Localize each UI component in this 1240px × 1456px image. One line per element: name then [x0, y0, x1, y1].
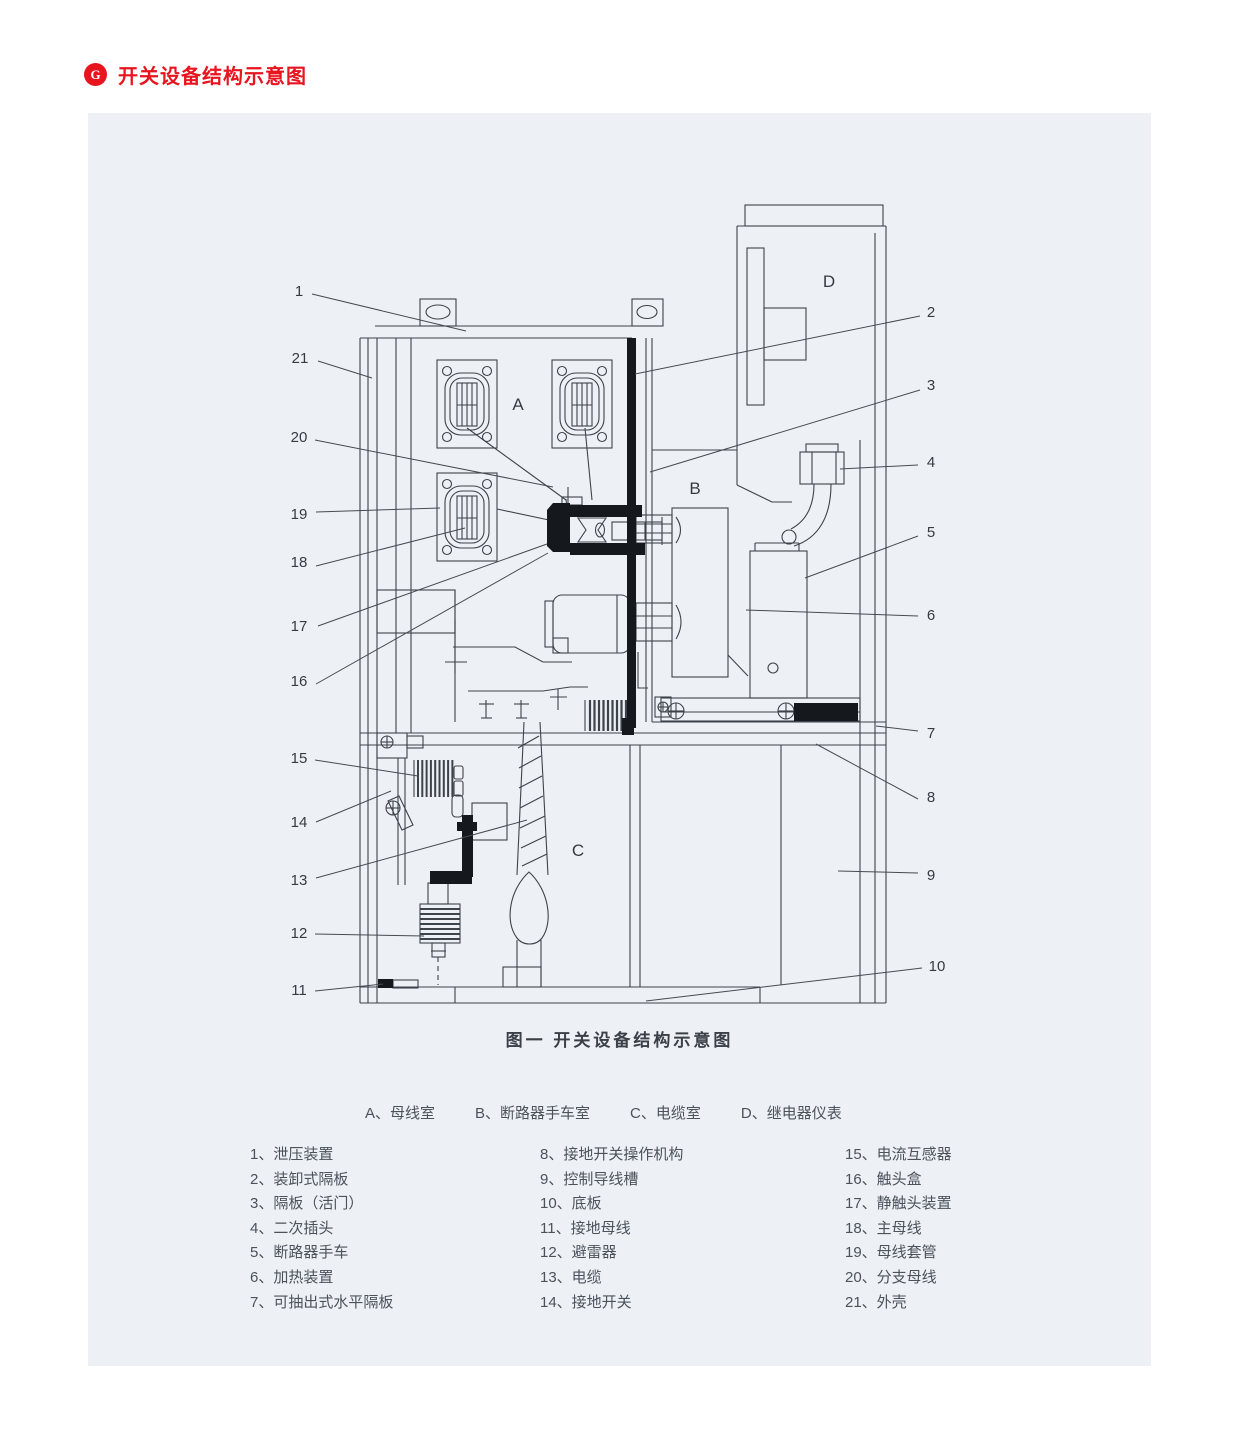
page-header: G 开关设备结构示意图 [84, 60, 307, 89]
callout-number-17: 17 [291, 618, 308, 635]
filled-conductors [378, 338, 858, 988]
compartment-label-A: A、母线室 [365, 1105, 436, 1122]
legend-item-8: 8、接地开关操作机构 [540, 1146, 684, 1163]
compartment-label-B: B、断路器手车室 [475, 1105, 591, 1122]
callout-number-5: 5 [927, 524, 935, 541]
callout-number-10: 10 [929, 958, 946, 975]
legend-item-7: 7、可抽出式水平隔板 [250, 1293, 394, 1311]
leader-line-18 [315, 527, 466, 567]
legend-item-15: 15、电流互感器 [845, 1146, 952, 1163]
legend-item-4: 4、二次插头 [250, 1219, 334, 1237]
parts-legend: 1、泄压装置 2、装卸式隔板 3、隔板（活门） 4、二次插头 5、断路器手车 6、加热装置… [88, 1143, 1151, 1323]
callout-number-4: 4 [927, 454, 935, 471]
figure-caption: 图一 开关设备结构示意图 [505, 1031, 734, 1050]
callout-number-14: 14 [291, 814, 308, 831]
legend-item-14: 14、接地开关 [540, 1293, 632, 1311]
leader-line-12 [314, 933, 425, 937]
callout-number-7: 7 [927, 725, 935, 742]
legend-column-2: 8、接地开关操作机构 9、控制导线槽 10、底板 11、接地母线 12、避雷器 13、电缆… [540, 1143, 683, 1315]
compartment-legend: A、母线室 B、断路器手车室 C、电缆室 D、继电器仪表 [365, 1102, 842, 1123]
callout-number-11: 11 [291, 982, 307, 999]
legend-item-18: 18、主母线 [845, 1219, 922, 1237]
compartment-label-C: C、电缆室 [630, 1105, 701, 1122]
callout-number-19: 19 [291, 506, 308, 523]
leader-line-6 [745, 609, 919, 617]
leader-line-17 [317, 543, 548, 627]
legend-item-2: 2、装卸式隔板 [250, 1170, 349, 1188]
callout-number-8: 8 [927, 789, 935, 806]
leader-line-14 [315, 790, 392, 823]
legend-item-21: 21、外壳 [845, 1293, 907, 1311]
compartment-label-D: D、继电器仪表 [740, 1105, 842, 1122]
legend-item-1: 1、泄压装置 [250, 1146, 334, 1163]
legend-item-3: 3、隔板（活门） [250, 1195, 364, 1213]
callout-number-20: 20 [291, 429, 308, 446]
legend-item-6: 6、加热装置 [250, 1268, 334, 1286]
legend-column-3: 15、电流互感器 16、触头盒 17、静触头装置 18、主母线 19、母线套管 20、分支… [845, 1143, 952, 1315]
callout-number-3: 3 [927, 377, 935, 394]
callout-number-1: 1 [295, 283, 303, 300]
legend-item-17: 17、静触头装置 [845, 1195, 952, 1213]
leader-line-3 [649, 389, 921, 473]
leader-line-16 [315, 552, 549, 685]
leader-line-5 [804, 535, 919, 579]
compartment-letter-C: C [572, 841, 584, 860]
callout-number-9: 9 [927, 867, 935, 884]
legend-item-10: 10、底板 [540, 1195, 602, 1213]
leader-line-1 [311, 293, 467, 332]
callout-number-13: 13 [291, 872, 308, 889]
legend-item-13: 13、电缆 [540, 1268, 602, 1286]
leader-line-15 [314, 759, 419, 777]
legend-item-5: 5、断路器手车 [250, 1244, 349, 1262]
cabinet-linework [359, 204, 887, 1004]
legend-item-9: 9、控制导线槽 [540, 1170, 639, 1188]
legend-item-16: 16、触头盒 [845, 1170, 922, 1188]
callout-number-6: 6 [927, 607, 935, 624]
callout-number-2: 2 [927, 304, 935, 321]
callout-number-18: 18 [291, 554, 308, 571]
callout-number-15: 15 [291, 750, 308, 767]
callout-number-12: 12 [291, 925, 308, 942]
page-title: 开关设备结构示意图 [118, 66, 307, 88]
callout-number-21: 21 [292, 350, 309, 367]
leader-line-10 [645, 967, 923, 1002]
leader-line-4 [839, 464, 919, 470]
legend-item-12: 12、避雷器 [540, 1244, 617, 1262]
compartment-letter-A: A [512, 395, 524, 414]
brand-logo-icon: G [84, 63, 107, 86]
compartment-letter-B: B [689, 479, 700, 498]
leader-line-21 [317, 360, 373, 379]
leader-line-13 [315, 819, 528, 879]
leader-line-7 [875, 725, 919, 732]
leader-line-11 [314, 983, 384, 992]
legend-item-20: 20、分支母线 [845, 1268, 937, 1286]
leader-line-9 [837, 870, 919, 874]
leader-line-2 [634, 315, 921, 375]
legend-item-11: 11、接地母线 [540, 1219, 631, 1237]
leader-line-19 [315, 507, 441, 513]
legend-item-19: 19、母线套管 [845, 1244, 937, 1262]
legend-column-1: 1、泄压装置 2、装卸式隔板 3、隔板（活门） 4、二次插头 5、断路器手车 6、加热装置… [250, 1143, 393, 1315]
leader-line-20 [314, 439, 554, 488]
callout-number-16: 16 [291, 673, 308, 690]
compartment-letter-D: D [823, 272, 835, 291]
leader-line-8 [815, 743, 919, 800]
